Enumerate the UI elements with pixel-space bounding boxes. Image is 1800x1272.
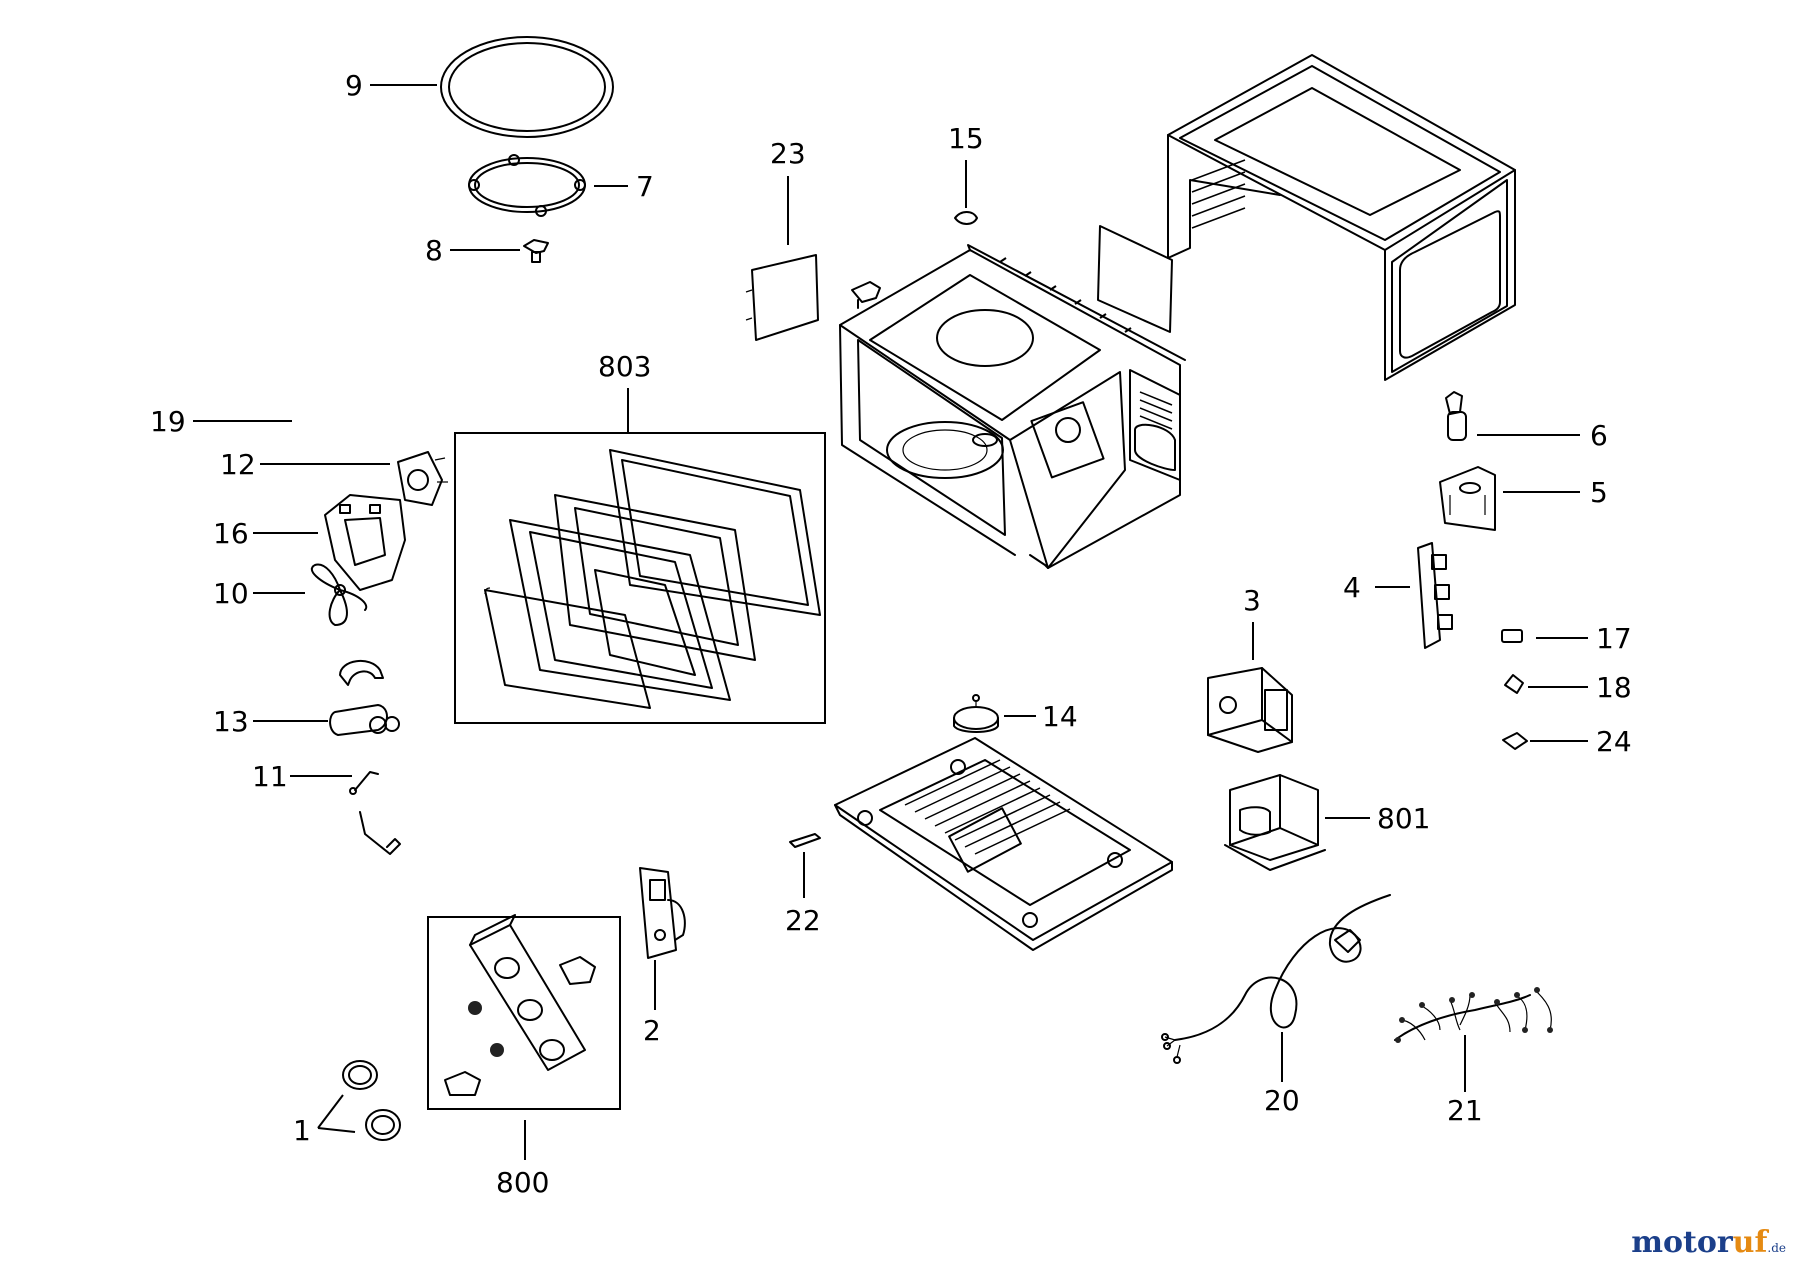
part-2-switch-board xyxy=(639,867,686,959)
label-3: 3 xyxy=(1243,584,1261,617)
label-24: 24 xyxy=(1596,725,1632,758)
label-19: 19 xyxy=(150,405,186,438)
label-2: 2 xyxy=(643,1014,661,1047)
part-21-wire-harness xyxy=(1394,987,1553,1043)
part-23-waveguide-cover xyxy=(745,254,819,341)
box-803 xyxy=(454,432,826,724)
brand-logo: motoruf.de xyxy=(1631,1225,1786,1260)
part-3-magnetron xyxy=(1207,667,1293,753)
part-803-door-assembly xyxy=(484,449,821,709)
part-15-lamp xyxy=(954,211,978,225)
label-13: 13 xyxy=(213,705,249,738)
part-13-hv-capacitor xyxy=(329,704,400,736)
part-18-microswitch xyxy=(1504,674,1524,694)
part-1-knobs xyxy=(342,1060,401,1141)
part-8-coupler xyxy=(523,239,549,263)
fuse-bracket xyxy=(359,811,401,855)
box-800 xyxy=(427,916,621,1110)
label-4: 4 xyxy=(1343,571,1361,604)
label-7: 7 xyxy=(636,170,654,203)
label-801: 801 xyxy=(1377,802,1430,835)
label-9: 9 xyxy=(345,69,363,102)
part-801-hv-transformer xyxy=(1224,774,1326,871)
label-803: 803 xyxy=(598,350,651,383)
part-20-power-cord xyxy=(1161,894,1391,1064)
label-16: 16 xyxy=(213,517,249,550)
rating-label-sheet xyxy=(1097,225,1173,333)
label-18: 18 xyxy=(1596,671,1632,704)
label-800: 800 xyxy=(496,1166,549,1199)
part-4-latch-board xyxy=(1417,542,1453,649)
label-20: 20 xyxy=(1264,1084,1300,1117)
part-800-control-panel xyxy=(444,914,596,1096)
label-21: 21 xyxy=(1447,1094,1483,1127)
part-11-hv-diode xyxy=(349,771,379,795)
part-12-fan-motor xyxy=(397,451,448,506)
hinge-bracket xyxy=(851,281,881,309)
label-22: 22 xyxy=(785,904,821,937)
label-12: 12 xyxy=(220,448,256,481)
label-15: 15 xyxy=(948,122,984,155)
label-1: 1 xyxy=(293,1114,311,1147)
base-plate xyxy=(834,737,1173,951)
part-14-turntable-motor xyxy=(953,694,999,733)
label-23: 23 xyxy=(770,137,806,170)
part-6-thermal-cutout xyxy=(1445,391,1467,441)
label-6: 6 xyxy=(1590,419,1608,452)
oven-cavity xyxy=(839,244,1186,569)
label-11: 11 xyxy=(252,760,288,793)
outer-cabinet xyxy=(1167,54,1516,381)
part-5-bracket xyxy=(1439,466,1496,531)
part-24-microswitch xyxy=(1502,732,1528,750)
label-8: 8 xyxy=(425,234,443,267)
part-9-turntable-plate xyxy=(440,36,614,138)
label-10: 10 xyxy=(213,577,249,610)
capacitor-clamp xyxy=(339,660,384,686)
part-22-sensor xyxy=(789,833,821,848)
part-7-roller-ring xyxy=(468,154,586,217)
part-10-fan-blade xyxy=(310,563,368,626)
label-5: 5 xyxy=(1590,476,1608,509)
label-17: 17 xyxy=(1596,622,1632,655)
part-16-fan-bracket xyxy=(324,494,406,591)
label-14: 14 xyxy=(1042,700,1078,733)
part-17-microswitch xyxy=(1501,629,1523,643)
